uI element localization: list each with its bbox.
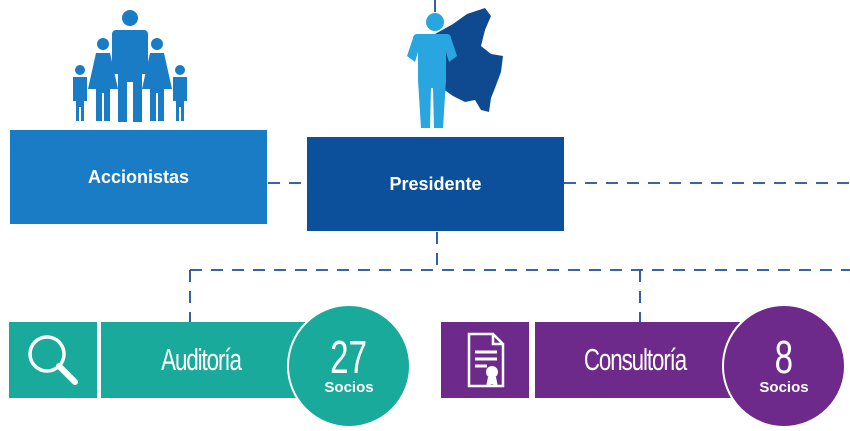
consulting-count-badge: 8 Socios — [722, 304, 846, 428]
consulting-band[interactable]: Consultoría — [535, 322, 755, 398]
certificate-document-icon — [467, 332, 505, 388]
shareholders-box[interactable]: Accionistas — [10, 130, 267, 224]
magnifier-icon — [28, 335, 78, 385]
president-box[interactable]: Presidente — [307, 137, 564, 231]
consulting-count-label: Socios — [759, 378, 809, 396]
president-map-icon — [407, 8, 503, 128]
consulting-label: Consultoría — [583, 342, 687, 377]
audit-band[interactable]: Auditoría — [101, 322, 321, 398]
audit-count: 27 — [330, 330, 368, 383]
consulting-icon-tile[interactable] — [441, 322, 529, 398]
audit-icon-tile[interactable] — [9, 322, 97, 398]
audit-count-badge: 27 Socios — [287, 304, 411, 428]
president-label: Presidente — [389, 173, 482, 194]
shareholders-family-icon — [73, 10, 187, 122]
audit-label: Auditoría — [161, 342, 242, 377]
shareholders-label: Accionistas — [87, 166, 190, 187]
audit-count-label: Socios — [324, 378, 374, 396]
consulting-count: 8 — [774, 330, 794, 383]
